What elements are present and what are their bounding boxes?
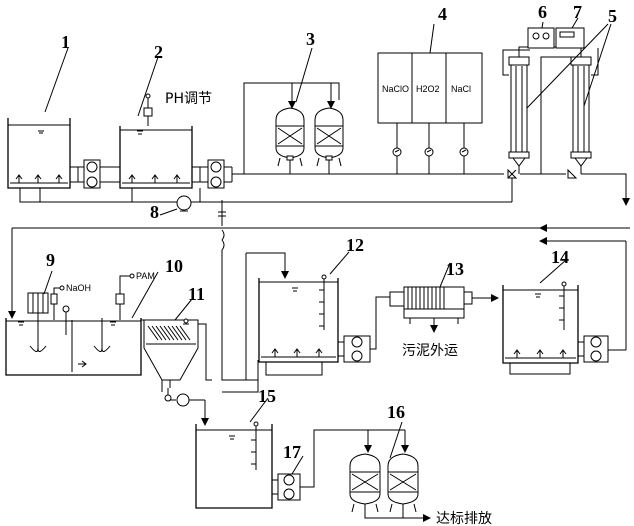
number-15: 15 xyxy=(258,386,276,406)
reaction-tank-9-10 xyxy=(5,270,159,376)
discharge-label: 达标排放 xyxy=(436,511,492,526)
chemical-h2o2: H2O2 xyxy=(416,84,440,94)
tank-14 xyxy=(502,259,579,375)
column-valves xyxy=(507,166,582,179)
number-17: 17 xyxy=(283,442,301,462)
number-1: 1 xyxy=(61,32,70,52)
number-13: 13 xyxy=(446,259,464,279)
pam-label: PAM xyxy=(136,271,155,281)
number-2: 2 xyxy=(154,42,163,62)
number-6: 6 xyxy=(538,2,547,22)
chemical-tanks-4 xyxy=(377,23,483,174)
chemical-nacl: NaCl xyxy=(451,84,471,94)
recycle-line xyxy=(539,237,627,351)
electrolysis-columns-5 xyxy=(502,23,612,167)
pump-pair-2-3 xyxy=(192,159,244,189)
pump-pair-1-2 xyxy=(70,159,120,189)
pump-pair-12-13 xyxy=(338,296,390,363)
naoh-label: NaOH xyxy=(66,283,91,293)
return-line-8 xyxy=(19,178,513,216)
number-8: 8 xyxy=(150,202,159,222)
reference-numbers: 1 2 3 4 5 6 7 8 9 10 11 12 13 14 15 16 1… xyxy=(46,2,617,462)
meters-6-7 xyxy=(527,17,585,49)
tank-15 xyxy=(195,397,273,509)
return-line-middle xyxy=(8,200,630,381)
annotations: PH调节 NaOH PAM 污泥外运 达标排放 NaClO H2O2 NaCl xyxy=(66,84,492,526)
ph-adjust-label: PH调节 xyxy=(165,91,212,107)
filter-vessels-16 xyxy=(349,421,431,522)
number-10: 10 xyxy=(165,256,183,276)
number-3: 3 xyxy=(306,29,315,49)
tank-2-ph-adjust xyxy=(119,56,193,189)
pump-pair-17 xyxy=(272,429,405,501)
filter-vessels-3 xyxy=(243,47,344,174)
tank-1 xyxy=(7,47,71,189)
filter-press-13 xyxy=(389,262,499,333)
number-16: 16 xyxy=(387,402,405,422)
settler-11 xyxy=(141,298,212,426)
number-11: 11 xyxy=(188,284,205,304)
tank-12 xyxy=(245,251,350,380)
link-12-to-15 xyxy=(222,370,259,393)
chemical-nacio: NaClO xyxy=(382,84,409,94)
number-7: 7 xyxy=(573,2,582,22)
number-9: 9 xyxy=(46,250,55,270)
pump-pair-14 xyxy=(578,335,609,363)
sludge-label: 污泥外运 xyxy=(402,343,458,359)
number-5: 5 xyxy=(608,6,617,26)
number-12: 12 xyxy=(346,235,364,255)
main-header-top xyxy=(244,56,630,206)
number-4: 4 xyxy=(438,4,447,24)
number-14: 14 xyxy=(551,247,569,267)
